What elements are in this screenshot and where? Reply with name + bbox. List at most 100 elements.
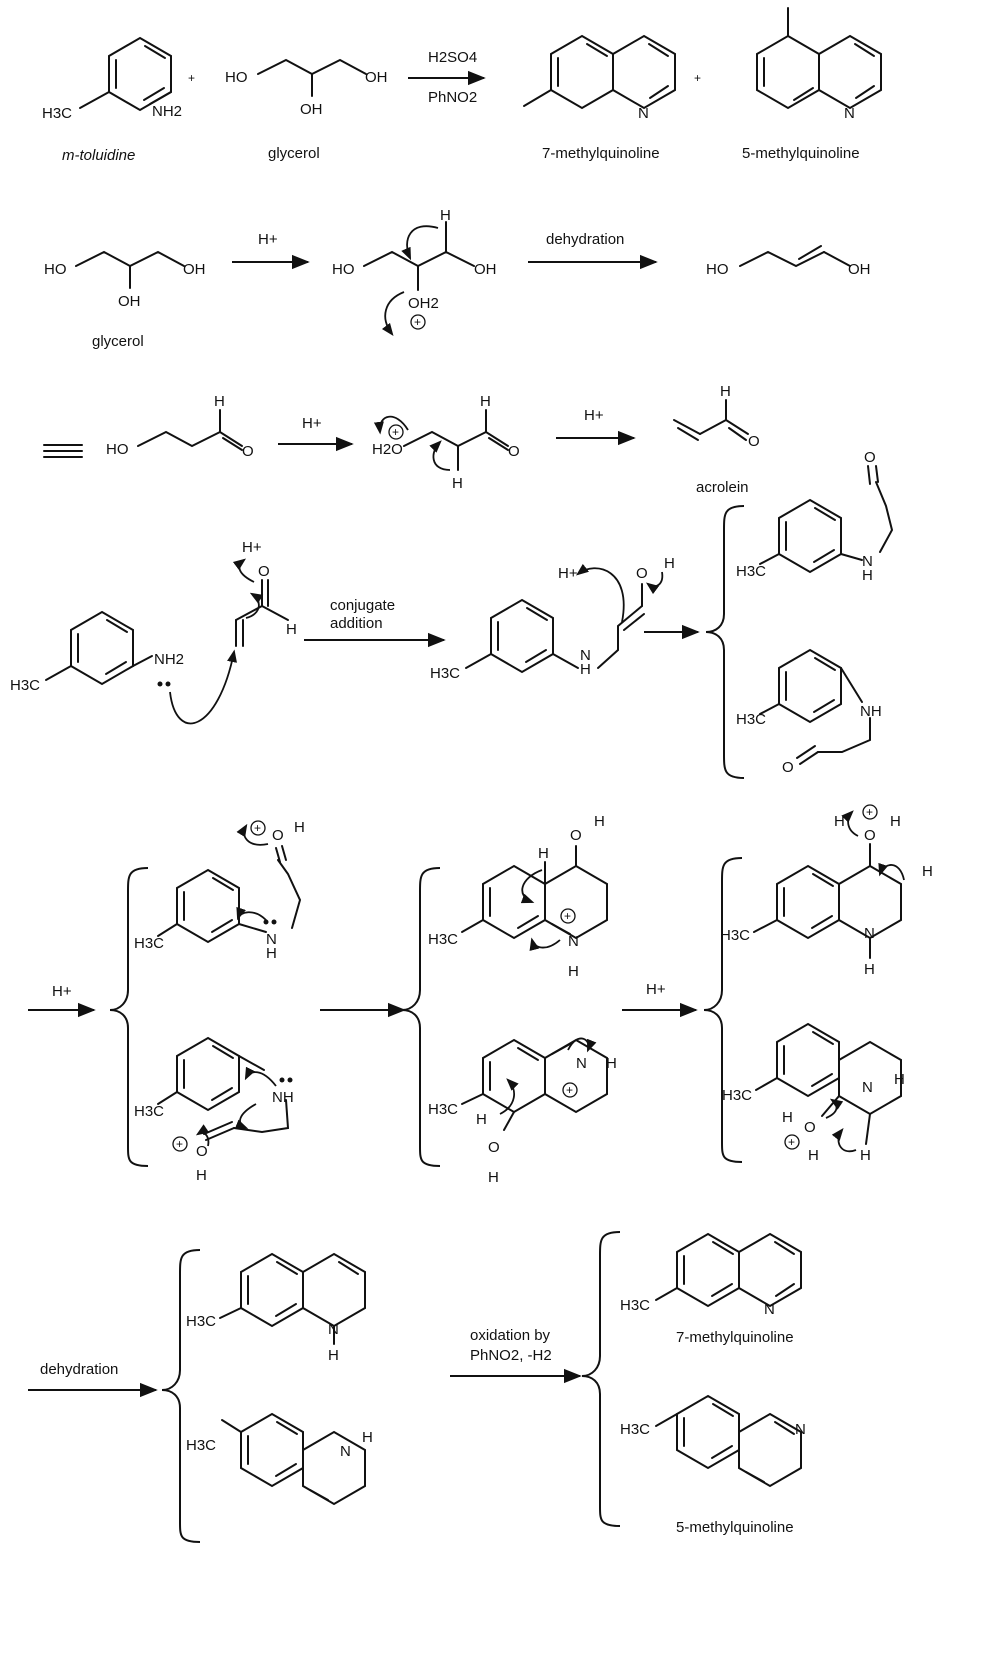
7-methylquinoline-structure: N [523,34,676,122]
oxygen-label: O [196,1143,208,1160]
oxidation-label: oxidation by [470,1327,551,1344]
methyl-label: H3C [720,927,750,944]
acrolein-structure: O H [673,383,760,450]
methyl-label: H3C [430,665,460,682]
hydrogen-label: H [196,1167,207,1184]
amine-label: NH [272,1089,294,1106]
hydrogen-label: H [864,961,875,978]
methyl-label: H3C [134,935,164,952]
methyl-label: H3C [42,105,72,122]
oxonium-label: OH2 [408,295,439,312]
conjugate-label: conjugate [330,597,395,614]
charge-label: + [788,1135,795,1149]
hydrogen-label: H [568,963,579,980]
methyl-label: H3C [10,677,40,694]
hydrogen-label: H [294,819,305,836]
hydrogen-label: H [214,393,225,410]
nitrogen-label: N [864,925,875,942]
hydrogen-label: H [606,1055,617,1072]
brace [401,867,441,1167]
charge-label: + [566,1083,573,1097]
m-toluidine-name: m-toluidine [62,147,135,164]
brace [703,857,743,1163]
7-methylquinoline-product: H3C N [620,1232,802,1318]
protonated-hydroxypropanal-structure: H2O + O H H [372,393,520,492]
methyl-label: H3C [736,563,766,580]
reagent-nitrobenzene: PhNO2 [428,89,477,106]
plus-sign: + [694,71,701,85]
proton-label: H+ [258,231,278,248]
equivalence-sign [43,444,83,458]
m-toluidine-structure: H3C NH2 [42,36,182,122]
nitrogen-label: N [328,1321,339,1338]
glycerol-name: glycerol [92,333,144,350]
m-toluidine-structure: H3C NH2 [10,610,184,694]
methyl-label: H3C [134,1103,164,1120]
proton-label: H+ [302,415,322,432]
hydrogen-label: H [860,1147,871,1164]
amine-label: NH2 [154,651,184,668]
hydrogen-label: H [488,1169,499,1186]
hydroxyl-label: OH [118,293,141,310]
nitrogen-label: N [340,1443,351,1460]
hydrogen-label: H [594,813,605,830]
methyl-label: H3C [620,1421,650,1438]
hydrogen-label: H [362,1429,373,1446]
nitrogen-label: N [576,1055,587,1072]
hydrogen-label: H [782,1109,793,1126]
hydrogen-label: H [862,567,873,584]
glycerol-name: glycerol [268,145,320,162]
proton-label: H+ [242,539,262,556]
methyl-label: H3C [620,1297,650,1314]
oxygen-label: O [508,443,520,460]
charge-label: + [866,805,873,819]
hydroxy-tetrahydroquinoline-5: H3C N H O H H H + [722,1022,905,1164]
amine-label: NH [860,703,882,720]
hydrogen-label: H [452,475,463,492]
nitrogen-label: N [568,933,579,950]
hydrogen-label: H [538,845,549,862]
acrolein-structure: O H H+ [169,539,297,725]
nitrogen-label: N [764,1301,775,1318]
acrolein-formation-step: HO O H H+ H2O + O H H H+ [43,383,760,496]
charge-label: + [414,315,421,329]
hydroxyl-label: HO [106,441,129,458]
methyl-label: H3C [428,931,458,948]
oxygen-label: O [782,759,794,776]
proton-label: H+ [584,407,604,424]
protonated-ortho-intermediate: H3C N H O H + [134,819,305,962]
hydroxy-tetrahydroquinoline-7: H3C N H O H H H + [720,804,933,978]
hydrogen-label: H [440,207,451,224]
hydroxyl-label: OH [183,261,206,278]
protonated-glycerol-structure: HO OH H OH2 + [332,207,497,337]
nitrogen-label: N [638,105,649,122]
enol-structure: HO OH [706,245,871,278]
methyl-label: H3C [736,711,766,728]
methyl-label: H3C [186,1437,216,1454]
conjugate-addition-step: H3C NH2 O H H+ conjugate addition [10,449,894,779]
hydroxyl-label: OH [365,69,388,86]
hydrogen-label: H [894,1071,905,1088]
acrolein-name: acrolein [696,479,749,496]
dihydroquinoline-7: H3C N H [186,1252,366,1364]
oxygen-label: O [258,563,270,580]
overall-reaction: H3C NH2 m-toluidine + HO OH OH glycerol … [42,7,882,164]
glycerol-structure: HO OH OH [225,58,388,118]
5-methylquinoline-name: 5-methylquinoline [742,145,860,162]
oxidation-reagent-label: PhNO2, -H2 [470,1347,552,1364]
enol-intermediate-structure: H3C H N O H H+ [430,555,675,682]
para-aldehyde-structure: H3C NH O [736,648,882,776]
plus-sign: + [188,71,195,85]
hydrogen-label: H [664,555,675,572]
hydrogen-label: H [266,945,277,962]
hydrogen-label: H [834,813,845,830]
cyclization-step: H + H3C N H O H + [28,804,933,1186]
proton-label: H+ [558,565,578,582]
oxygen-label: O [864,449,876,466]
nitrogen-label: N [580,647,591,664]
charge-label: + [176,1137,183,1151]
nitrogen-label: N [795,1421,806,1438]
nitrogen-label: N [266,931,277,948]
cyclized-cation-5: H3C N H H O H + [428,1037,617,1186]
oxygen-label: O [242,443,254,460]
